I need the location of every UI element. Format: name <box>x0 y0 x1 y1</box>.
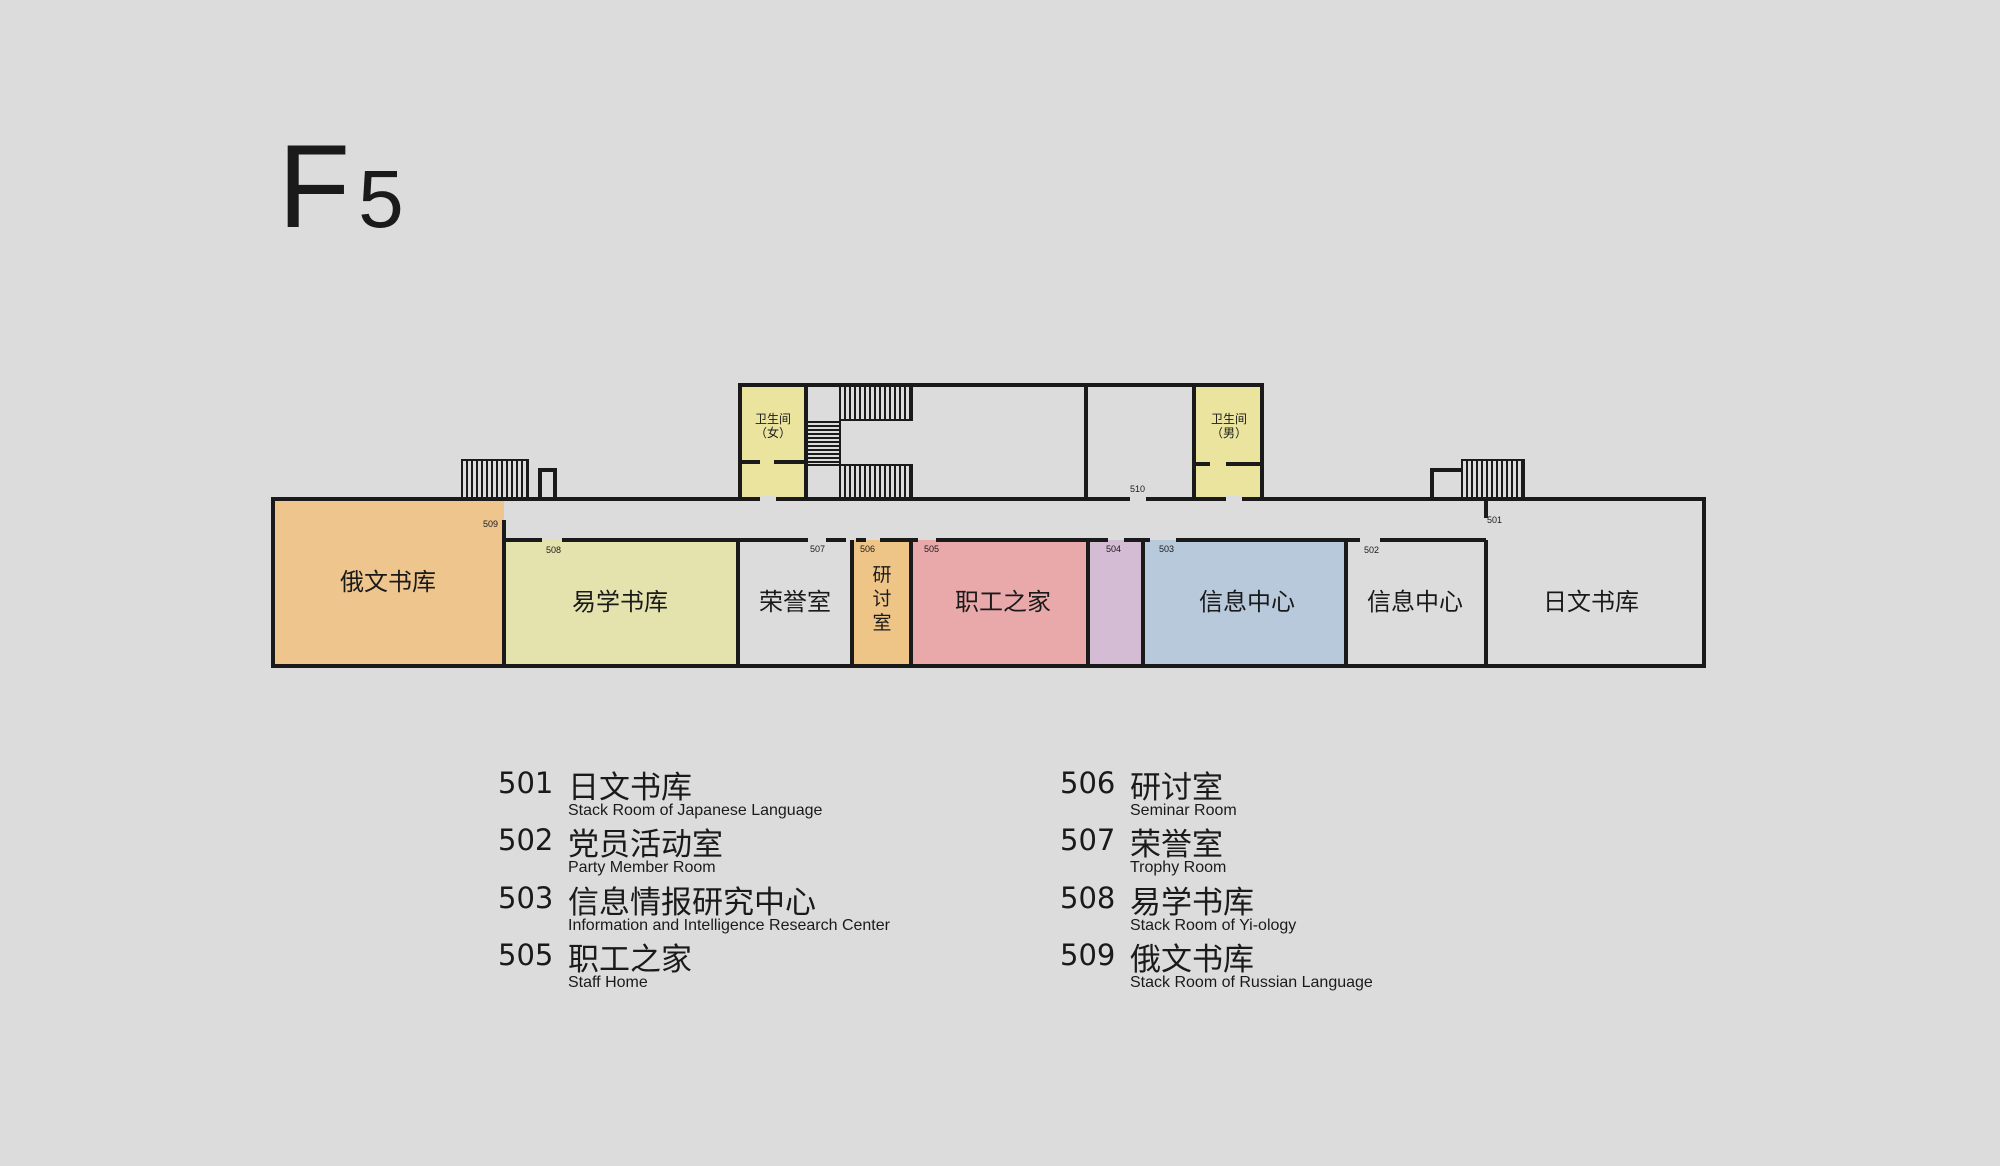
floor-number: 5 <box>358 154 404 245</box>
room-label-russian: 俄文书库 <box>340 568 436 596</box>
room-number-508: 508 <box>546 545 561 555</box>
floor-title: F5 <box>278 128 404 246</box>
legend-name-en: Stack Room of Russian Language <box>1130 974 1373 991</box>
legend-name-zh: 日文书库 <box>568 770 692 806</box>
room-label-staff: 职工之家 <box>955 588 1051 616</box>
room-label-seminar-1: 研 <box>872 564 891 586</box>
legend-number: 503 <box>498 881 554 915</box>
room-number-504: 504 <box>1106 544 1121 554</box>
room-info1-fill[interactable] <box>1143 540 1346 666</box>
room-yixue-fill[interactable] <box>504 540 738 666</box>
legend-name-zh: 信息情报研究中心 <box>568 885 816 921</box>
door-gaps <box>760 496 1242 503</box>
legend-number: 506 <box>1060 766 1116 800</box>
legend-number: 502 <box>498 823 554 857</box>
legend-name-zh: 研讨室 <box>1130 770 1223 806</box>
legend-name-en: Information and Intelligence Research Ce… <box>568 917 890 934</box>
room-number-502: 502 <box>1364 545 1379 555</box>
room-number-503: 503 <box>1159 544 1174 554</box>
room-label-trophy: 荣誉室 <box>759 588 831 616</box>
room-label-info1: 信息中心 <box>1199 588 1295 616</box>
wc-male-fill[interactable] <box>1194 385 1262 499</box>
legend-number: 508 <box>1060 881 1116 915</box>
room-label-japanese: 日文书库 <box>1543 588 1639 616</box>
legend-name-en: Stack Room of Japanese Language <box>568 802 823 819</box>
room-number-505: 505 <box>924 544 939 554</box>
room-label-seminar-2: 讨 <box>872 588 891 610</box>
wc-female-label-1: 卫生间 <box>755 412 791 426</box>
stairs <box>461 385 1525 500</box>
legend-name-en: Seminar Room <box>1130 802 1237 819</box>
room-504-fill[interactable] <box>1088 540 1143 666</box>
wc-female-label-2: （女） <box>755 425 791 440</box>
legend-number: 501 <box>498 766 554 800</box>
room-label-seminar-3: 室 <box>872 612 891 634</box>
floor-letter: F <box>278 121 351 253</box>
room-label-yixue: 易学书库 <box>572 588 668 616</box>
walls <box>271 383 1706 668</box>
room-number-506: 506 <box>860 544 875 554</box>
room-509-corner <box>488 499 504 539</box>
wc-male-label-1: 卫生间 <box>1211 412 1247 426</box>
legend-name-en: Stack Room of Yi-ology <box>1130 917 1297 934</box>
legend-name-zh: 俄文书库 <box>1130 942 1254 978</box>
legend-name-zh: 职工之家 <box>568 942 692 978</box>
legend-name-en: Staff Home <box>568 974 648 991</box>
legend-name-zh: 荣誉室 <box>1130 827 1223 863</box>
legend-number: 509 <box>1060 938 1116 972</box>
room-number-509: 509 <box>483 519 498 529</box>
legend-name-zh: 党员活动室 <box>568 827 723 863</box>
room-number-501: 501 <box>1487 515 1502 525</box>
legend-number: 505 <box>498 938 554 972</box>
room-russian-fill[interactable] <box>273 499 504 666</box>
room-number-510: 510 <box>1130 484 1145 494</box>
room-seminar-fill[interactable] <box>852 540 911 666</box>
wc-female-fill[interactable] <box>740 385 806 499</box>
legend-name-en: Party Member Room <box>568 859 716 876</box>
legend-name-zh: 易学书库 <box>1130 885 1254 921</box>
legend-name-en: Trophy Room <box>1130 859 1227 876</box>
wc-male-label-2: （男） <box>1211 426 1247 440</box>
room-staff-fill[interactable] <box>911 540 1088 666</box>
room-number-507: 507 <box>810 544 825 554</box>
room-label-info2: 信息中心 <box>1367 588 1463 616</box>
legend-number: 507 <box>1060 823 1116 857</box>
